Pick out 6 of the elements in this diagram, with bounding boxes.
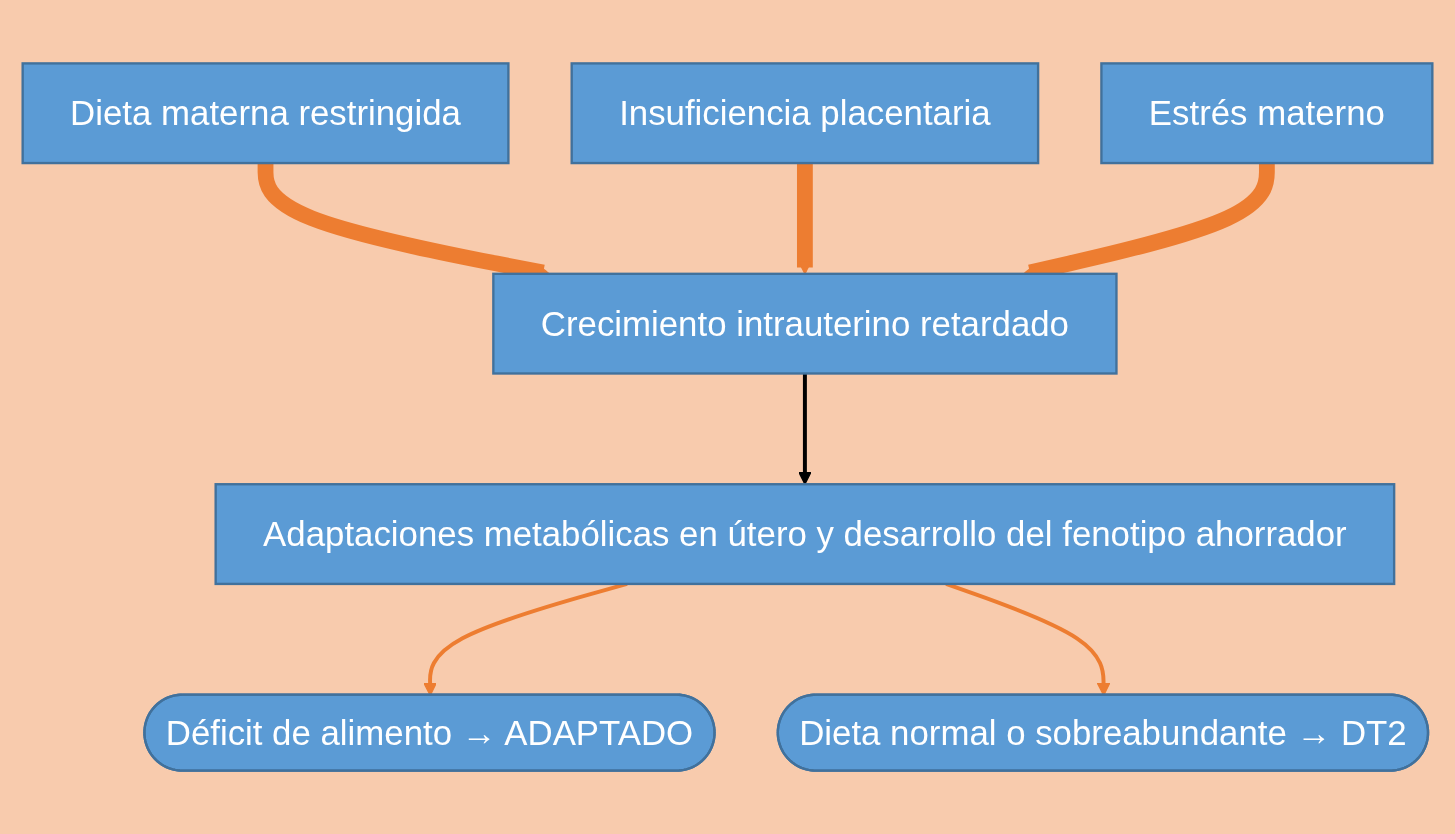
arrow: [797, 373, 812, 485]
node-box: Estrés materno: [1100, 62, 1434, 165]
node-box: Insuficiencia placentaria: [570, 62, 1040, 165]
node-box: Adaptaciones metabólicas en útero y desarrollo del fenotipo ahorrador: [214, 483, 1396, 586]
node-box: Crecimiento intrauterino retardado: [492, 272, 1118, 375]
node-box: Dieta materna restringida: [21, 62, 510, 165]
